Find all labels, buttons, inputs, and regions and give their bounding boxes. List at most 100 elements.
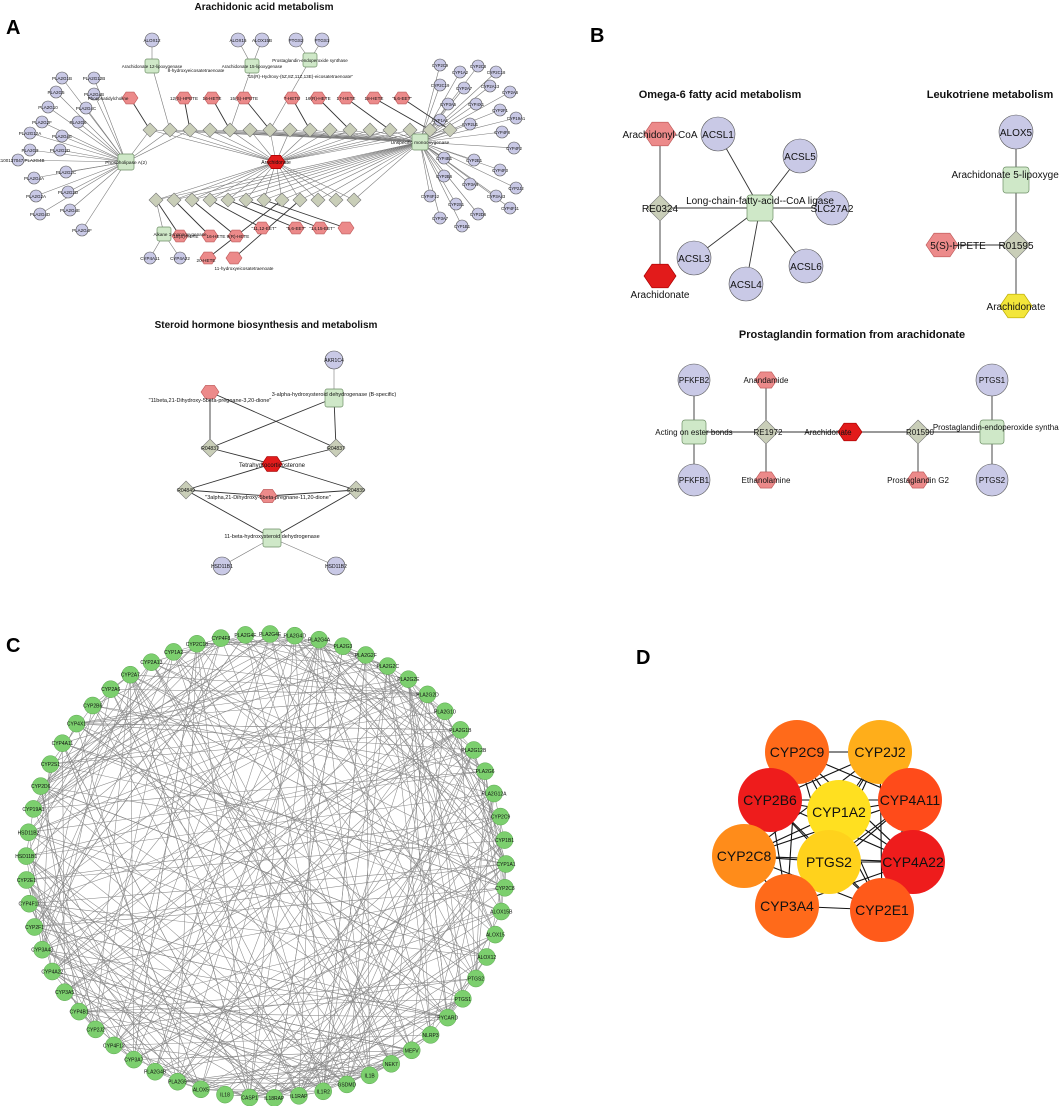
cyp-gene-label: CYP2D6	[470, 212, 487, 217]
panel-c-node-label: PLA2G12B	[461, 748, 487, 754]
omega-gene-node	[782, 138, 818, 174]
top-gene-label: PTGS1	[315, 38, 330, 43]
reaction-diamond	[238, 192, 254, 208]
edge	[189, 129, 277, 163]
steroid-hub	[261, 456, 283, 472]
panel-c-node	[334, 637, 352, 655]
metabolite-hexagon	[171, 229, 189, 243]
metabolite-label: 7-HETE	[284, 96, 300, 101]
enzyme-label: Alkane 1-monooxygenase	[153, 232, 207, 237]
pla-gene-edge	[55, 91, 127, 163]
panel-d-node	[738, 768, 802, 832]
panel-c-edge	[76, 723, 448, 1018]
panel-c-edge	[110, 688, 506, 889]
panel-c-edge	[33, 808, 347, 1085]
cyp-gene-node	[467, 153, 481, 167]
panel-c-edge	[64, 991, 412, 1051]
panel-d-node-label: CYP3A4	[760, 898, 814, 914]
panel-c-node	[24, 800, 43, 818]
cyp-gene-label: CYP2C19	[431, 83, 450, 88]
panel-c-edge	[28, 832, 463, 1000]
gene-label: ALOX5	[1000, 128, 1033, 139]
panel-c-node-label: ALOX15B	[490, 910, 513, 916]
panel-c-node-label: NEK7	[385, 1062, 398, 1068]
panel-d-node-label: CYP4A22	[882, 854, 944, 870]
metab-rxn-edge	[345, 97, 391, 131]
panel-c-node	[164, 643, 183, 661]
metabolite-label: Arachidonate	[631, 290, 690, 301]
panel-c-node-label: CYP4F11	[19, 902, 41, 908]
gene-label: SLC27A2	[811, 204, 854, 215]
omega-reaction	[646, 194, 674, 222]
pg-gene-left	[677, 363, 711, 397]
panel-c-node-label: CYP3A7	[124, 1058, 143, 1064]
gene-label: ACSL3	[678, 254, 710, 265]
reaction-diamond	[442, 122, 458, 138]
gene-label: ACSL4	[730, 280, 762, 291]
panel-c-edge	[25, 689, 111, 857]
pla-gene-label: PLA2G6	[69, 120, 87, 125]
panel-c-edge	[50, 763, 507, 865]
metabolite-hexagon	[175, 91, 193, 105]
panel-c-node-label: CYP1A1	[496, 862, 515, 868]
panel-c-node-label: GSDMD	[337, 1082, 356, 1088]
panel-c-node	[25, 918, 44, 936]
panel-c-edge	[79, 1011, 448, 1018]
panel-c-node-label: PLA2G2E	[397, 677, 420, 683]
cyp-gene-label: CYP3A7	[432, 216, 449, 221]
gene-label: CYP4A22	[170, 256, 190, 261]
metab-rxn-edge	[401, 97, 451, 131]
steroid-edge	[209, 447, 273, 465]
panel-c-edge	[34, 637, 222, 928]
pla-gene-node	[33, 207, 47, 221]
metabolite-label: Arachidonyl-CoA	[622, 130, 697, 141]
panel-c-node-label: MEFV	[405, 1048, 420, 1054]
cyp-gene-node	[471, 59, 485, 73]
pla-gene-node	[35, 115, 49, 129]
reaction-diamond	[148, 192, 164, 208]
metabolite-label: "5,6-EET"	[286, 226, 306, 231]
pla-gene-label: PLA2G12B	[83, 76, 106, 81]
cyp-gene-label: CYP2A6	[502, 90, 519, 95]
cyp-gene-label: CYP4F3	[492, 168, 508, 173]
panel-c-node-label: CYP2D6	[31, 784, 51, 790]
cyp-gene-edge	[419, 131, 503, 143]
edge	[229, 129, 277, 163]
panel-c-node-label: CYP2B6	[83, 704, 102, 710]
panel-c-edge	[28, 694, 428, 833]
lt-metab-2	[999, 293, 1033, 319]
reaction-diamond	[176, 480, 196, 500]
panel-c-edges	[25, 633, 507, 1099]
panel-c-edge	[28, 832, 347, 1085]
panel-c-node-label: PLA2G10	[434, 709, 456, 715]
panel-c-edge	[408, 679, 448, 1018]
cyp-gene-node	[493, 103, 507, 117]
metabolite-hexagon	[253, 221, 271, 235]
panel-c-edge	[151, 661, 428, 695]
panel-c-edge	[245, 634, 412, 1051]
panel-c-edge	[25, 855, 96, 1030]
pla-gene-label: PLA2G2C	[56, 170, 77, 175]
panel-c-edge	[26, 816, 501, 881]
pg-metab-pgg2	[906, 471, 930, 489]
panel-c-edge	[33, 639, 320, 810]
reaction-diamond	[328, 192, 344, 208]
panel-c-node	[399, 670, 418, 688]
panel-c-edge	[298, 863, 507, 1096]
panel-c-node	[402, 1041, 421, 1060]
panel-c-edge	[28, 651, 174, 833]
metabolite-label: "15(R)-Hydroxy-(5Z,8Z,11Z,13E)-eicosatet…	[247, 74, 353, 79]
edge	[263, 141, 421, 201]
cyp-gene-label: CYP19A1	[507, 116, 526, 121]
enzyme-label: Arachidonate 5-lipoxygenase	[952, 170, 1059, 181]
metabolite-label: 20-HETE	[197, 258, 216, 263]
cyp-gene-edge	[419, 64, 441, 143]
pla-gene-edge	[17, 159, 127, 163]
pla-gene-node	[49, 85, 63, 99]
pg-enzyme-right	[979, 419, 1005, 445]
panel-c-edge	[294, 635, 477, 979]
top-gene-node	[254, 32, 270, 48]
panel-c-node-label: CASP1	[241, 1096, 258, 1102]
panel-c-node-label: ALOX5	[193, 1087, 209, 1093]
panel-c-node-label: PLA2G1B	[449, 728, 472, 734]
